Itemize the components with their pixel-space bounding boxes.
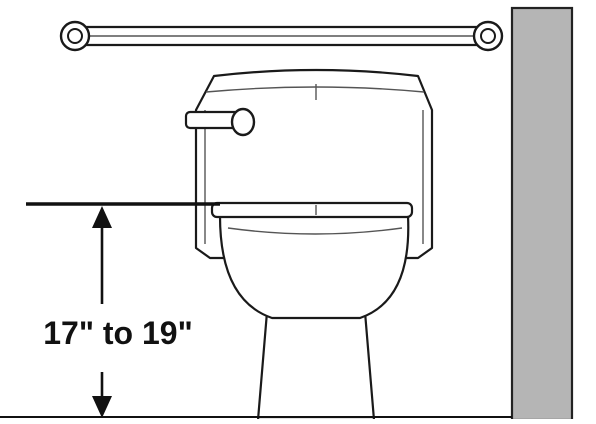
toilet-seat bbox=[210, 201, 414, 219]
wall-panel bbox=[510, 6, 574, 422]
dimension-label: 17" to 19" bbox=[43, 315, 193, 351]
toilet-bowl bbox=[218, 214, 410, 320]
arrow-head-up bbox=[92, 206, 112, 228]
toilet-icon bbox=[184, 68, 434, 422]
flush-handle-icon bbox=[184, 107, 256, 137]
arrow-head-down bbox=[92, 396, 112, 418]
grab-bar-icon bbox=[59, 20, 504, 52]
dimension-arrow-icon bbox=[0, 202, 512, 418]
wall bbox=[510, 6, 574, 422]
